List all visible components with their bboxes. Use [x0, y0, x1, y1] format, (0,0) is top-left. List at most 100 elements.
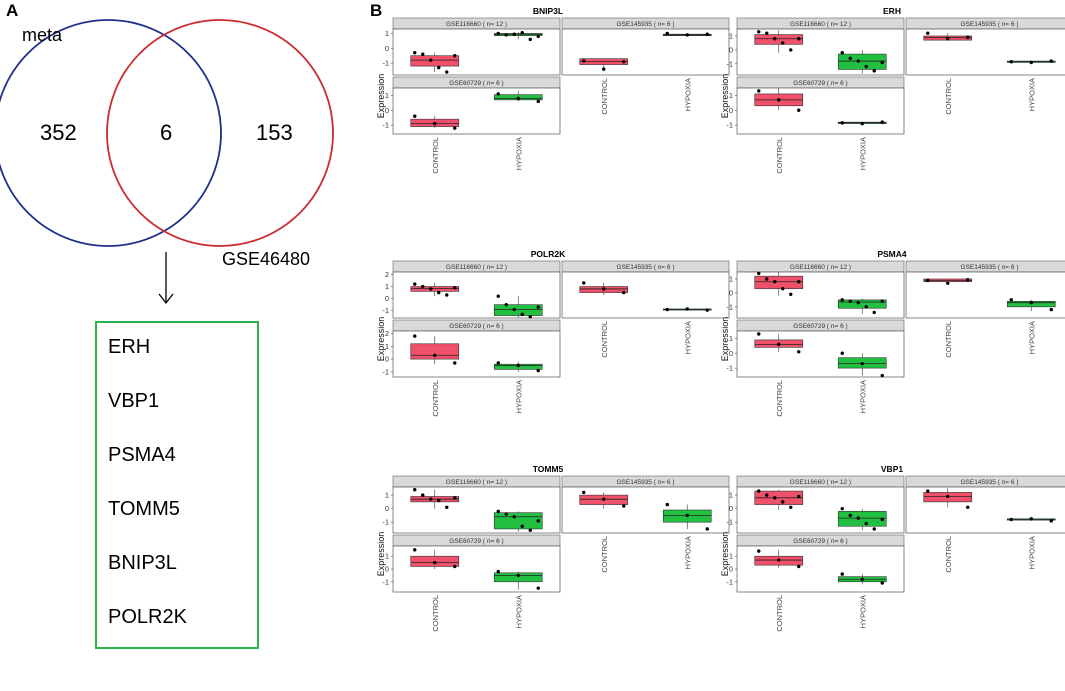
data-point [582, 281, 586, 285]
data-point [777, 98, 781, 102]
y-tick-label: -1 [382, 306, 389, 315]
data-point [1029, 300, 1033, 305]
data-point [602, 497, 606, 501]
x-category-label: CONTROL [775, 137, 784, 174]
boxplot-gene-polr2k: POLR2K GSE116660 ( n= 12 ) -1 0 1 2 GSE145935 … [376, 249, 730, 417]
data-point [757, 332, 761, 336]
data-point [757, 549, 761, 553]
data-point [840, 298, 844, 302]
y-tick-label: 0 [729, 565, 733, 574]
y-tick-label: 0 [729, 504, 733, 513]
facet-1: GSE116660 ( n= 12 )-101 [382, 475, 561, 534]
data-point [880, 60, 884, 65]
box-hypoxia [837, 511, 887, 527]
y-tick-label: -1 [382, 518, 389, 527]
x-category-label: CONTROL [600, 536, 609, 573]
x-category-label: CONTROL [775, 595, 784, 632]
data-point [880, 517, 884, 522]
data-point [602, 67, 606, 71]
gene-title: PSMA4 [877, 249, 907, 259]
data-point [864, 64, 868, 69]
data-point [872, 527, 876, 531]
data-point [1009, 517, 1013, 522]
y-tick-label: 1 [385, 552, 389, 561]
data-point [516, 96, 520, 101]
data-point [966, 505, 970, 509]
gene-title: POLR2K [531, 249, 566, 259]
gene-name-polr2k: POLR2K [108, 606, 188, 628]
data-point [602, 287, 606, 291]
x-category-label: HYPOXIA [858, 380, 867, 413]
box-hypoxia [493, 512, 543, 530]
y-tick-label: 0 [385, 44, 389, 53]
y-axis-title: Expression [720, 317, 730, 362]
data-point [421, 52, 425, 56]
data-point [528, 315, 532, 319]
y-tick-label: -1 [726, 121, 733, 130]
y-tick-label: 0 [385, 355, 389, 364]
data-point [685, 307, 689, 311]
data-point [777, 558, 781, 562]
facet-panel [736, 545, 905, 593]
data-point [536, 586, 540, 590]
y-tick-label: -1 [726, 518, 733, 527]
y-tick-label: 1 [729, 91, 733, 100]
data-point [504, 302, 508, 307]
y-tick-label: -1 [382, 577, 389, 586]
data-point [926, 489, 930, 493]
facet-panel [561, 28, 730, 76]
venn-right-circle [106, 19, 334, 247]
x-category-label: HYPOXIA [683, 536, 692, 569]
data-point [773, 280, 777, 284]
facet-1: GSE116660 ( n= 12 )-101 [726, 17, 905, 76]
data-point [528, 528, 532, 532]
data-point [773, 496, 777, 500]
data-point [437, 290, 441, 295]
gene-title: BNIP3L [533, 6, 563, 16]
data-point [848, 56, 852, 60]
venn-right-count: 153 [256, 120, 293, 145]
y-tick-label: -1 [382, 59, 389, 68]
box-control [410, 286, 460, 292]
data-point [496, 31, 500, 36]
venn-left-circle [0, 19, 222, 247]
data-point [536, 368, 540, 373]
data-point [496, 509, 500, 514]
facet-strip-label: GSE116660 ( n= 12 ) [446, 264, 507, 271]
gene-list-box [95, 321, 259, 649]
y-tick-label: 1 [385, 29, 389, 38]
gene-title: VBP1 [881, 464, 903, 474]
y-tick-label: 1 [385, 91, 389, 100]
gene-name-tomm5: TOMM5 [108, 498, 180, 520]
panel-a: A meta GSE46480 352 6 153 ERHVBP1PSMA4TO… [0, 1, 334, 649]
x-category-label: CONTROL [431, 595, 440, 632]
data-point [453, 54, 457, 58]
x-category-label: HYPOXIA [858, 595, 867, 628]
data-point [622, 59, 626, 64]
y-tick-label: 2 [385, 329, 389, 338]
y-tick-label: 1 [385, 342, 389, 351]
data-point [429, 58, 433, 62]
data-point [516, 363, 520, 368]
facet-strip-label: GSE60729 ( n= 6 ) [793, 538, 847, 545]
data-point [421, 493, 425, 497]
data-point [413, 334, 417, 338]
facet-strip-label: GSE145935 ( n= 6 ) [617, 264, 675, 271]
data-point [880, 581, 884, 585]
y-axis-title: Expression [376, 532, 386, 577]
data-point [413, 488, 417, 492]
data-point [864, 305, 868, 309]
y-tick-label: 2 [385, 270, 389, 279]
data-point [864, 521, 868, 526]
data-point [872, 69, 876, 73]
data-point [926, 278, 930, 283]
facet-strip-label: GSE60729 ( n= 6 ) [449, 80, 503, 87]
gene-title: ERH [883, 6, 901, 16]
